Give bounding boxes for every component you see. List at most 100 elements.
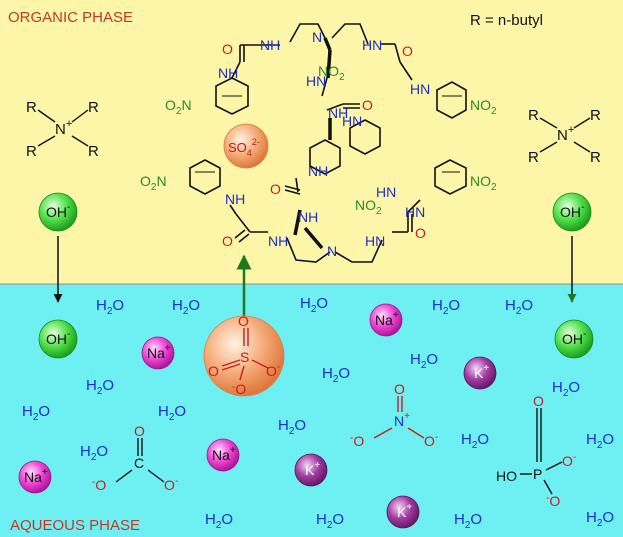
- potassium-ion-label: K+: [397, 502, 412, 520]
- water-molecule: H2O: [586, 431, 614, 451]
- potassium-ion-label: K+: [474, 363, 489, 381]
- water-molecule: H2O: [316, 511, 344, 531]
- water-molecule: H2O: [22, 403, 50, 423]
- substituent-r: R: [528, 149, 539, 166]
- urea-hn: HN: [376, 184, 396, 200]
- urea-hn: HN: [306, 73, 326, 89]
- hydroxide-ion: OH-: [38, 319, 78, 359]
- water-molecule: H2O: [86, 377, 114, 397]
- urea-oxygen: O: [222, 233, 233, 249]
- nitrate-nitrogen: N+: [394, 411, 410, 429]
- sodium-ion: Na+: [141, 336, 175, 370]
- hydroxide-ion-label: OH-: [560, 202, 584, 220]
- nitro-group-right-upper: NO2: [470, 97, 497, 117]
- phosphate-oxygen: O: [533, 393, 544, 409]
- nitrate-anion: O N+ -O O-: [350, 381, 438, 449]
- substituent-r: R: [590, 149, 601, 166]
- water-molecule: H2O: [454, 511, 482, 531]
- sulfate-oxygen: O: [208, 363, 219, 379]
- aqueous-phase-region: [0, 284, 623, 537]
- quaternary-ammonium-right: R R N+ R R: [528, 107, 601, 166]
- nitrate-oxygen: O-: [424, 432, 438, 449]
- urea-nh: NH: [218, 65, 238, 81]
- potassium-ion: K+: [463, 356, 497, 390]
- urea-nh: NH: [225, 191, 245, 207]
- urea-nh: NH: [298, 209, 318, 225]
- urea-hn: HN: [405, 204, 425, 220]
- sodium-ion-label: Na+: [147, 343, 171, 361]
- tren-nitrogen: N: [312, 29, 322, 45]
- ammonium-nitrogen: N+: [55, 118, 72, 138]
- nitro-groups: O2N NO2 NO2 O2N NO2 NO2: [140, 63, 497, 217]
- sulfate-sulfur: S: [240, 349, 249, 365]
- urea-oxygen: O: [402, 43, 413, 59]
- sodium-ion-label: Na+: [212, 445, 236, 463]
- hydroxide-ion: OH-: [554, 319, 594, 359]
- sulfate-anion-free: S O O O- -O: [203, 313, 285, 397]
- water-layer: H2O H2O H2O H2O H2O H2O H2O H2O H2O H2O H2O H2O H2O H…: [22, 295, 614, 531]
- nitro-group-left-lower: O2N: [140, 173, 167, 193]
- sodium-ion: Na+: [206, 438, 240, 472]
- water-molecule: H2O: [158, 403, 186, 423]
- nitro-group-right-lower: NO2: [470, 173, 497, 193]
- r-definition: R = n-butyl: [470, 12, 543, 29]
- sulfate-oxygen: O: [238, 313, 249, 329]
- substituent-r: R: [26, 99, 37, 116]
- carbonate-carbon: C: [134, 455, 144, 471]
- hydroxide-ion-label: OH-: [46, 329, 70, 347]
- water-molecule: H2O: [278, 417, 306, 437]
- carbonate-anion: O C -O O-: [92, 423, 178, 493]
- urea-nh: NH: [328, 105, 348, 121]
- quaternary-ammonium-left: R R N+ R R: [26, 99, 99, 160]
- macrocycle-receptor: [189, 23, 467, 263]
- nitrate-oxygen: O: [394, 381, 405, 397]
- bound-sulfate-label: SO42-: [228, 137, 260, 158]
- aqueous-phase-label: AQUEOUS PHASE: [10, 517, 140, 534]
- water-molecule: H2O: [505, 297, 533, 317]
- molecule-labels: O NH N HN O NH HN HN NH O HN NH HN O NH …: [218, 29, 430, 259]
- nitro-group-center-top: NO2: [318, 63, 345, 83]
- water-molecule: H2O: [586, 509, 614, 529]
- urea-hn: HN: [410, 81, 430, 97]
- tren-nitrogen: N: [327, 243, 337, 259]
- sodium-ion: Na+: [18, 460, 52, 494]
- water-molecule: H2O: [432, 297, 460, 317]
- urea-nh: NH: [308, 163, 328, 179]
- urea-oxygen: O: [415, 225, 426, 241]
- nitro-group-center-bottom: NO2: [355, 197, 382, 217]
- phosphate-oxygen: O-: [562, 452, 576, 469]
- water-molecule: H2O: [410, 351, 438, 371]
- water-molecule: H2O: [205, 511, 233, 531]
- hydroxide-ion-label: OH-: [562, 329, 586, 347]
- substituent-r: R: [88, 143, 99, 160]
- phosphate-phosphorus: P: [533, 466, 542, 482]
- water-molecule: H2O: [322, 365, 350, 385]
- potassium-ion: K+: [386, 495, 420, 529]
- carbonate-oxygen: O-: [164, 476, 178, 493]
- urea-nh: NH: [268, 233, 288, 249]
- sodium-ion: Na+: [369, 303, 403, 337]
- nitro-group-left-upper: O2N: [165, 97, 192, 117]
- sulfate-oxygen: -O: [232, 381, 246, 397]
- water-molecule: H2O: [172, 297, 200, 317]
- substituent-r: R: [88, 99, 99, 116]
- carbonate-oxygen: -O: [92, 477, 106, 493]
- substituent-r: R: [528, 107, 539, 124]
- water-molecule: H2O: [300, 295, 328, 315]
- phosphate-hydroxyl: HO: [496, 468, 517, 484]
- potassium-ion-label: K+: [305, 460, 320, 478]
- water-molecule: H2O: [80, 443, 108, 463]
- water-molecule: H2O: [96, 297, 124, 317]
- hydroxide-ion: OH-: [38, 192, 78, 232]
- sodium-ion-label: Na+: [24, 467, 48, 485]
- urea-oxygen: O: [270, 181, 281, 197]
- potassium-ion: K+: [294, 453, 328, 487]
- water-molecule: H2O: [461, 431, 489, 451]
- phosphate-oxygen: -O: [546, 493, 560, 509]
- ions-layer: OH- OH- OH- OH- Na+ Na+ Na+ Na+ K+ K+ K+: [18, 192, 594, 529]
- sodium-ion-label: Na+: [375, 310, 399, 328]
- urea-hn: HN: [365, 233, 385, 249]
- urea-hn: HN: [362, 37, 382, 53]
